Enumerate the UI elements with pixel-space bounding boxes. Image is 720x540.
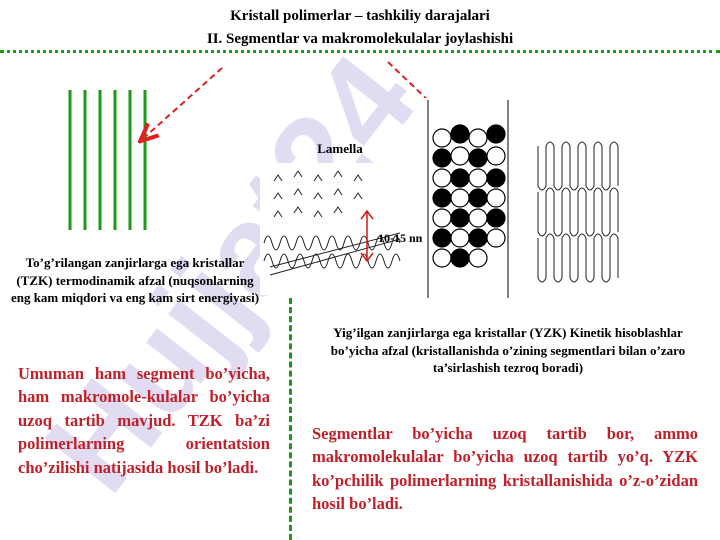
straight-chains-diagram: [68, 90, 147, 230]
lamella-diagram: [260, 163, 410, 295]
column-divider: [289, 298, 292, 540]
tzk-description: Umuman ham segment bo’yicha, ham makromo…: [18, 364, 270, 477]
header-divider: [0, 50, 720, 53]
thickness-label: 10-15 nm: [378, 231, 426, 245]
yzk-caption: Yig’ilgan zanjirlarga ega kristallar (YZ…: [330, 325, 686, 376]
folded-chains-circles-diagram: [422, 98, 518, 302]
page-subtitle: II. Segmentlar va makromolekulalar joyla…: [206, 31, 514, 47]
yzk-description: Segmentlar bo’yicha uzoq tartib bor, amm…: [312, 424, 698, 514]
page-title: Kristall polimerlar – tashkiliy darajala…: [230, 8, 490, 24]
arrow-to-folded-chains: [387, 61, 455, 126]
folded-chains-wavy-diagram: [528, 140, 644, 284]
tzk-caption: To’g’rilangan zanjirlarga ega kristallar…: [10, 255, 260, 306]
lamella-label: Lamella: [317, 141, 363, 156]
arrow-to-straight-chains: [146, 67, 223, 136]
